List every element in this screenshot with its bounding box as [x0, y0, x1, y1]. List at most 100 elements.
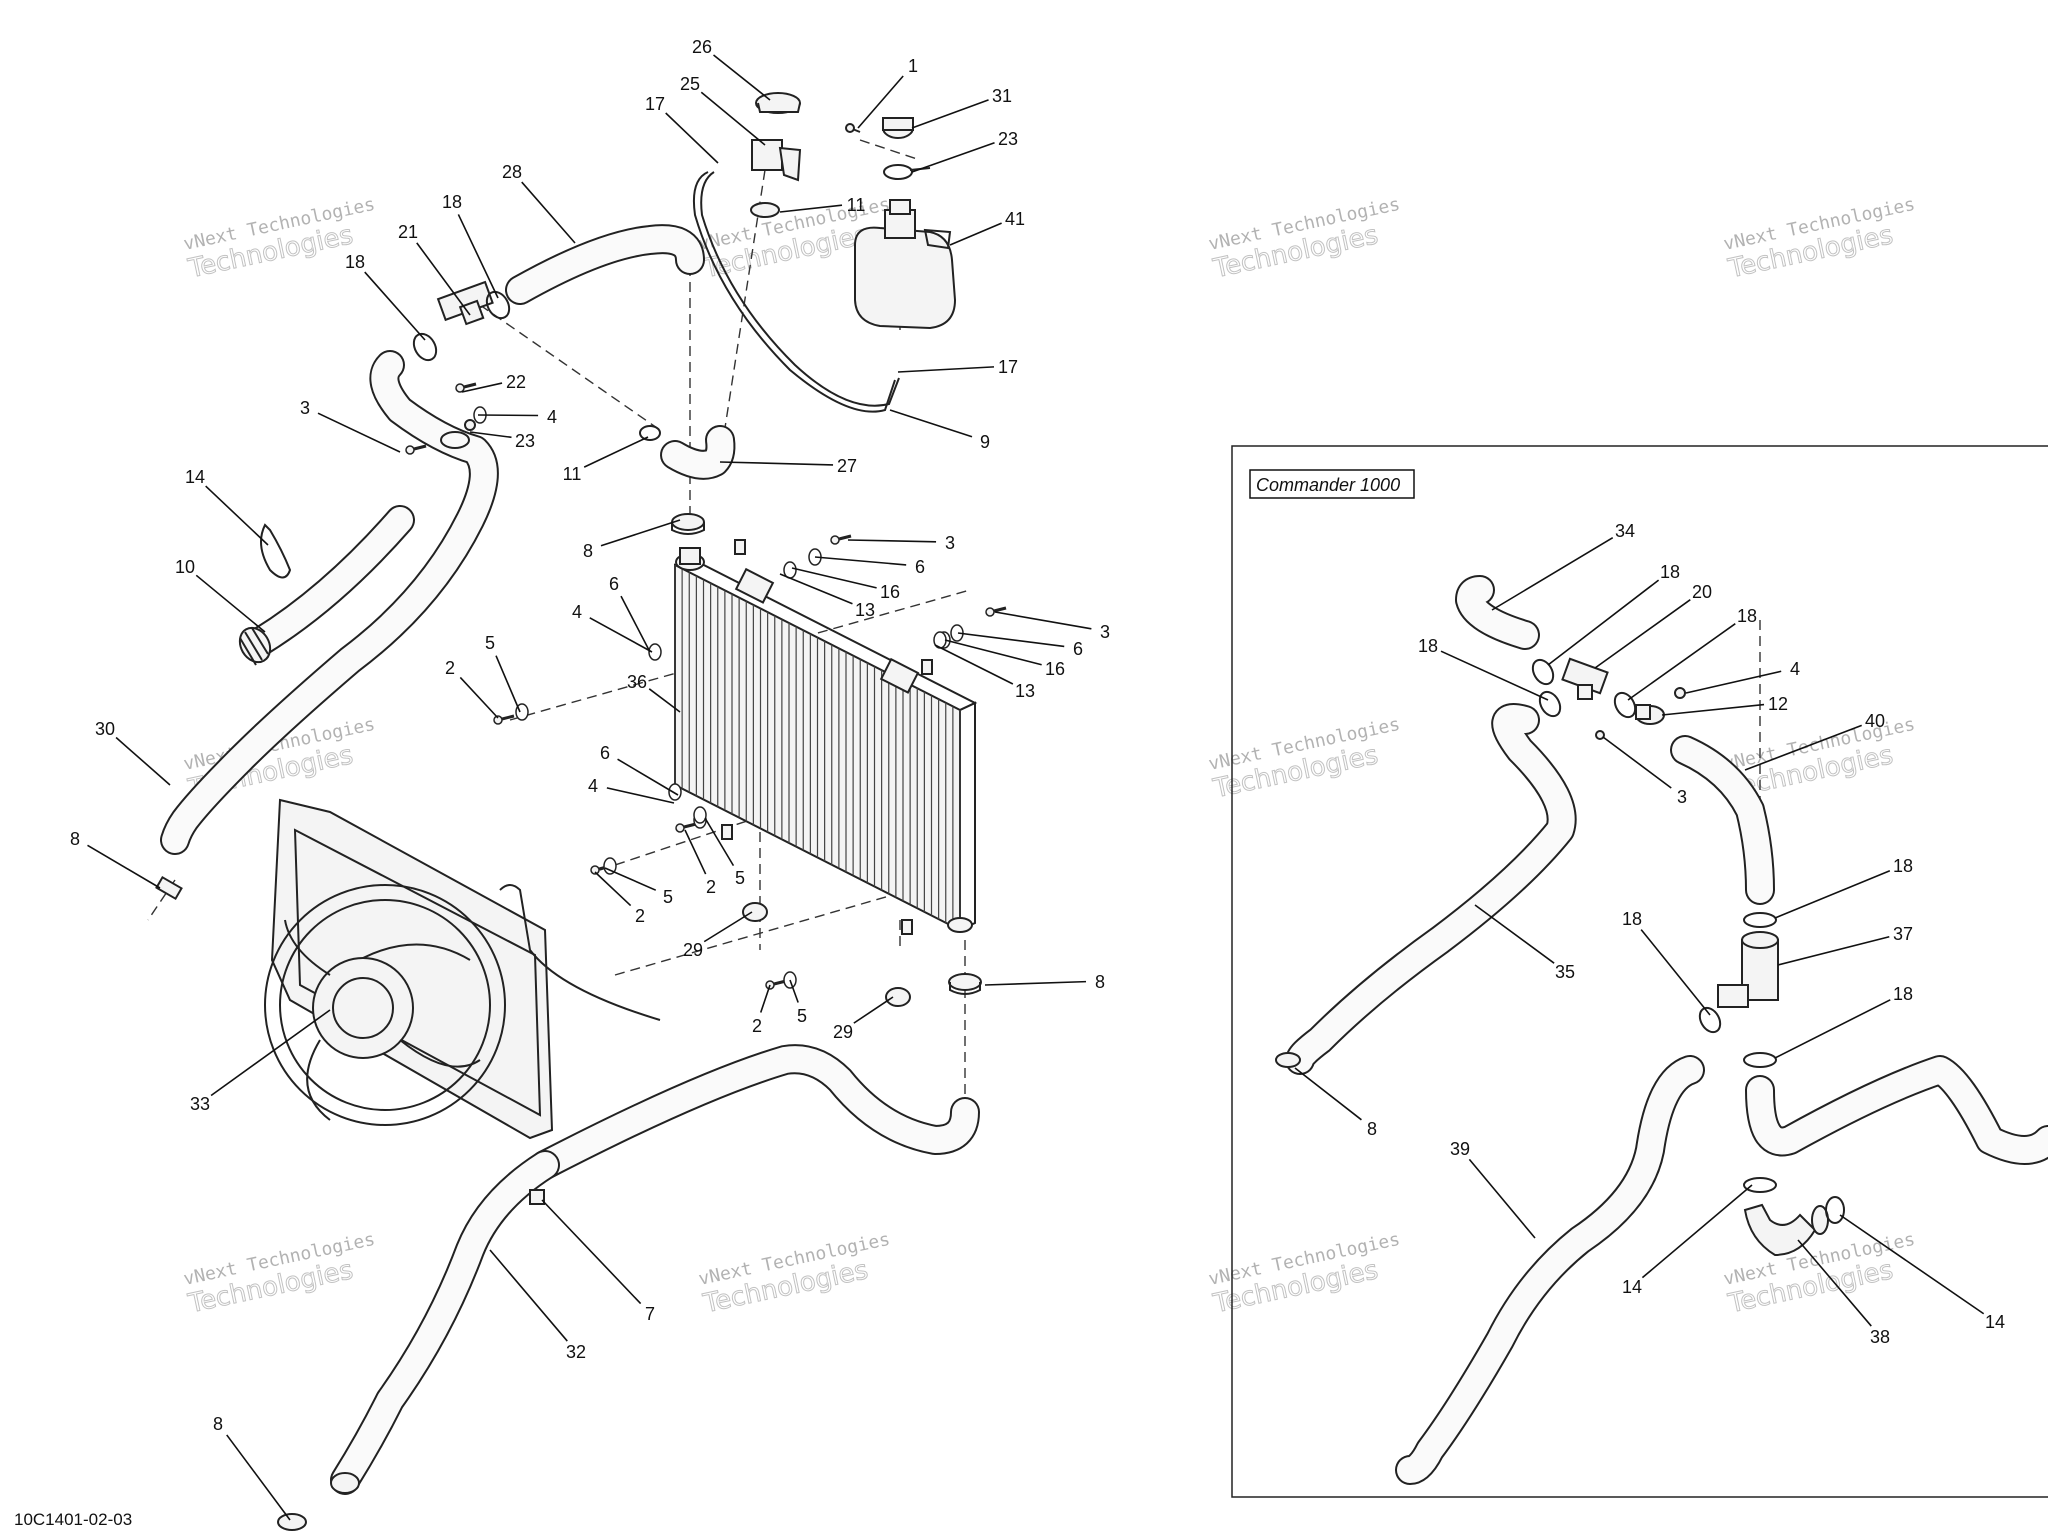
callout-number: 1 — [908, 56, 918, 76]
callout-number: 20 — [1692, 582, 1712, 602]
callout-14: 14 — [185, 467, 269, 546]
inset-hose-lower — [1745, 1055, 2048, 1165]
inset-title: Commander 1000 — [1256, 475, 1400, 495]
callout-2: 2 — [684, 829, 716, 897]
hose-32 — [330, 1150, 560, 1495]
callout-35: 35 — [1474, 904, 1575, 982]
clamp-8-upper — [671, 513, 705, 535]
inset-hose-40 — [1670, 735, 1775, 905]
leader-line — [665, 112, 719, 164]
leader-line — [1685, 670, 1782, 694]
radiator-cap — [755, 92, 801, 114]
leader-line — [703, 911, 753, 943]
callout-16: 16 — [944, 639, 1065, 679]
callout-number: 13 — [1015, 681, 1035, 701]
grommets-29 — [742, 902, 911, 1007]
callout-number: 14 — [1985, 1312, 2005, 1332]
callout-2: 2 — [594, 871, 645, 926]
leader-line — [195, 574, 266, 633]
callout-number: 23 — [998, 129, 1018, 149]
callout-number: 26 — [692, 37, 712, 57]
callout-number: 2 — [635, 906, 645, 926]
callout-number: 18 — [1893, 856, 1913, 876]
callout-18: 18 — [1622, 909, 1711, 1016]
callout-number: 8 — [1367, 1119, 1377, 1139]
hose-10 — [238, 505, 415, 666]
callout-number: 5 — [663, 887, 673, 907]
callout-10: 10 — [175, 557, 266, 633]
callout-18: 18 — [442, 192, 499, 299]
callout-number: 6 — [915, 557, 925, 577]
bolt-icon — [405, 444, 427, 455]
bolt-icon — [493, 714, 515, 725]
bolt-icon — [765, 979, 787, 990]
callout-number: 35 — [1555, 962, 1575, 982]
leader-line — [791, 567, 877, 589]
inset-hose-39 — [1395, 1055, 1705, 1485]
callout-3: 3 — [300, 398, 401, 453]
callout-11: 11 — [563, 436, 649, 484]
leader-line — [489, 1249, 568, 1342]
leader-line — [604, 867, 657, 891]
callout-number: 12 — [1768, 694, 1788, 714]
callout-number: 29 — [683, 940, 703, 960]
drawing-code: 10C1401-02-03 — [14, 1510, 132, 1529]
leader-line — [226, 1434, 291, 1521]
hose-30 — [160, 350, 499, 855]
callout-number: 38 — [1870, 1327, 1890, 1347]
callout-1: 1 — [857, 56, 918, 129]
expansion-tank — [854, 199, 957, 330]
callout-4: 4 — [588, 776, 675, 804]
callout-number: 17 — [645, 94, 665, 114]
callout-12: 12 — [1661, 694, 1788, 716]
callout-18: 18 — [1774, 984, 1913, 1059]
callout-number: 16 — [880, 582, 900, 602]
callout-20: 20 — [1594, 582, 1712, 669]
callout-18: 18 — [1547, 562, 1680, 666]
inset-clamp-12 — [1635, 704, 1665, 725]
clamps-18-upper — [412, 290, 661, 441]
callout-number: 11 — [847, 195, 866, 215]
callout-number: 7 — [645, 1304, 655, 1324]
bolt-icon — [675, 822, 697, 833]
callout-number: 3 — [1677, 787, 1687, 807]
leader-line — [857, 75, 904, 129]
leader-line — [617, 758, 679, 796]
leader-line — [957, 632, 1065, 648]
leader-line — [416, 242, 471, 316]
callout-number: 18 — [1893, 984, 1913, 1004]
callout-number: 13 — [855, 600, 875, 620]
callout-2: 2 — [752, 984, 771, 1036]
leader-line — [87, 844, 161, 889]
leader-line — [1839, 1214, 1985, 1315]
leader-line — [814, 556, 907, 566]
tank-cap — [882, 117, 914, 139]
leader-line — [1744, 724, 1862, 771]
leader-line — [1602, 736, 1672, 789]
callout-8: 8 — [1294, 1067, 1377, 1139]
callout-8: 8 — [583, 519, 681, 561]
callout-32: 32 — [489, 1249, 586, 1362]
leader-line — [1640, 929, 1711, 1016]
leader-line — [889, 409, 973, 438]
overflow-hose — [700, 171, 900, 407]
leader-line — [1294, 1067, 1362, 1121]
callout-13: 13 — [934, 644, 1035, 701]
leader-line — [994, 611, 1092, 630]
callout-number: 17 — [998, 357, 1018, 377]
leader-line — [594, 871, 632, 907]
leader-line — [759, 984, 771, 1013]
callout-number: 14 — [185, 467, 205, 487]
hose-27 — [660, 425, 736, 480]
fan-shroud — [264, 798, 661, 1140]
callout-41: 41 — [949, 209, 1025, 246]
leader-line — [1468, 1158, 1536, 1239]
leader-line — [911, 99, 989, 129]
leader-line — [984, 980, 1087, 986]
callout-40: 40 — [1744, 711, 1885, 771]
callout-number: 14 — [1622, 1277, 1642, 1297]
leader-line — [521, 181, 576, 244]
callout-38: 38 — [1797, 1239, 1890, 1347]
callout-number: 18 — [1660, 562, 1680, 582]
callout-9: 9 — [889, 409, 990, 452]
